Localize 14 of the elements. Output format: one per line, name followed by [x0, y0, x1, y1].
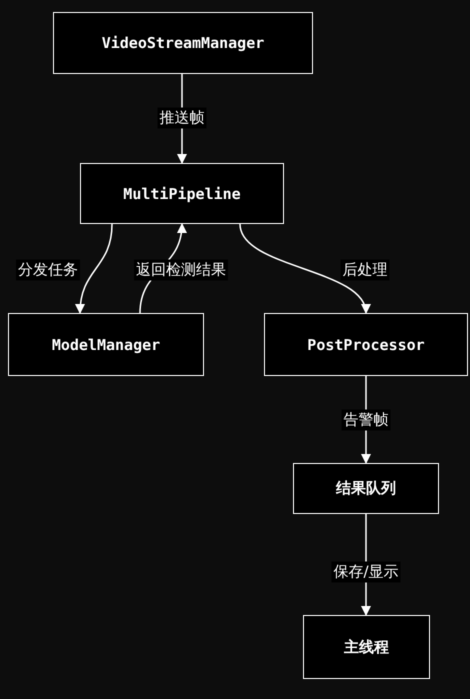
edge-label: 保存/显示 [331, 562, 401, 582]
process-box: ModelManager [8, 313, 204, 376]
edge-label: 返回检测结果 [134, 260, 228, 280]
arrow [76, 224, 113, 314]
edge-label: 告警帧 [342, 410, 390, 430]
process-box: MultiPipeline [80, 163, 284, 224]
edge-label: 推送帧 [158, 108, 206, 128]
edge-label: 分发任务 [16, 260, 80, 280]
process-box: 主线程 [303, 615, 430, 679]
process-box: PostProcessor [264, 313, 468, 376]
arrow [239, 224, 369, 314]
process-box: VideoStreamManager [53, 12, 313, 74]
process-box: 结果队列 [293, 463, 439, 514]
edge-label: 后处理 [340, 260, 390, 280]
